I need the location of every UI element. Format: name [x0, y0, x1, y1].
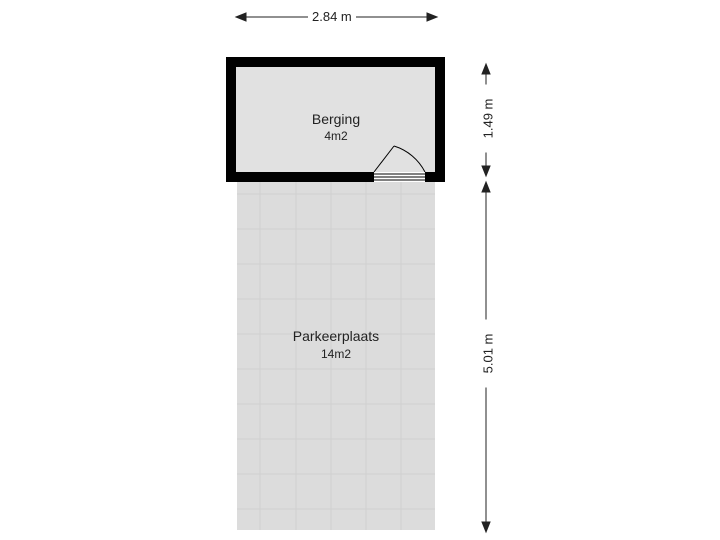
berging-area: 4m2 — [324, 129, 348, 143]
width-dimension-label: 2.84 m — [308, 9, 356, 24]
parkeerplaats-name: Parkeerplaats — [292, 328, 380, 344]
door-swing-arc — [393, 145, 426, 173]
berging-height-label: 1.49 m — [480, 84, 496, 153]
dimension-height-berging — [481, 62, 491, 178]
door — [370, 145, 429, 182]
parkeerplaats-area — [237, 182, 435, 530]
wall-top — [226, 57, 445, 67]
parking-tile-grid — [237, 182, 435, 530]
door-leaf — [373, 145, 395, 173]
berging-room — [226, 57, 445, 182]
parkeerplaats-area-label: 14m2 — [320, 347, 352, 361]
wall-right — [435, 57, 445, 182]
wall-bottom-left — [226, 172, 370, 182]
wall-left — [226, 57, 236, 182]
wall-bottom-right — [429, 172, 445, 182]
berging-name: Berging — [311, 111, 361, 127]
parking-height-label: 5.01 m — [480, 319, 496, 388]
